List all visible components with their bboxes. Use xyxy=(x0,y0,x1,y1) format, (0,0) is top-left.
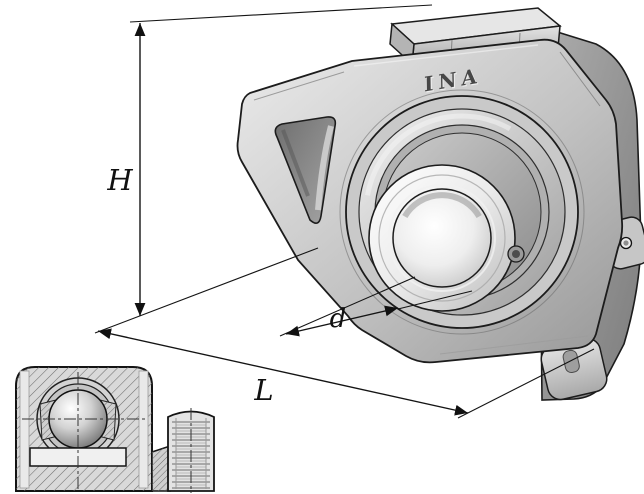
thread-flank-lines xyxy=(175,418,207,489)
length-dimension-line xyxy=(97,328,469,416)
dimension-height-H: H xyxy=(94,4,433,334)
housing-unit-main-view: INA INA xyxy=(236,7,644,401)
bore-inner-shadow-arc xyxy=(402,192,482,219)
slot-inner-wall-highlight xyxy=(315,125,334,211)
shaft-bore xyxy=(392,188,492,288)
bottom-guide-tongue xyxy=(540,337,608,401)
dimension-label-length: L xyxy=(253,373,273,407)
sleeve-face-groove xyxy=(378,174,506,302)
arm-top-ridge xyxy=(253,71,345,101)
dimension-label-height: H xyxy=(106,163,133,197)
bore-chamfer-highlight xyxy=(388,184,496,292)
height-extension-top xyxy=(129,4,433,23)
dimension-bore-d: d xyxy=(279,276,473,337)
guide-groove-left xyxy=(19,370,30,489)
bore-extension-right xyxy=(397,290,473,310)
slot-inner-shadow xyxy=(281,129,310,197)
dimension-label-bore: d xyxy=(330,304,347,334)
outer-ring-highlight-arc xyxy=(365,113,512,196)
plate-highlight-top-edge xyxy=(353,44,539,67)
take-up-slot xyxy=(274,116,337,224)
plate-chamfer-right xyxy=(559,51,601,107)
dimension-length-L: L xyxy=(97,328,595,419)
cross-section-inset xyxy=(15,366,215,493)
side-tab-hole-center xyxy=(623,240,629,246)
dimension-annotations: H d L xyxy=(94,4,595,419)
threaded-stud xyxy=(167,408,215,493)
set-screw-socket xyxy=(512,250,520,258)
length-extension-right xyxy=(457,348,595,419)
height-extension-bottom xyxy=(94,247,319,334)
guide-groove-right xyxy=(138,370,149,489)
housing-lip-hatching xyxy=(152,446,170,491)
bearing-assembly xyxy=(339,89,585,335)
